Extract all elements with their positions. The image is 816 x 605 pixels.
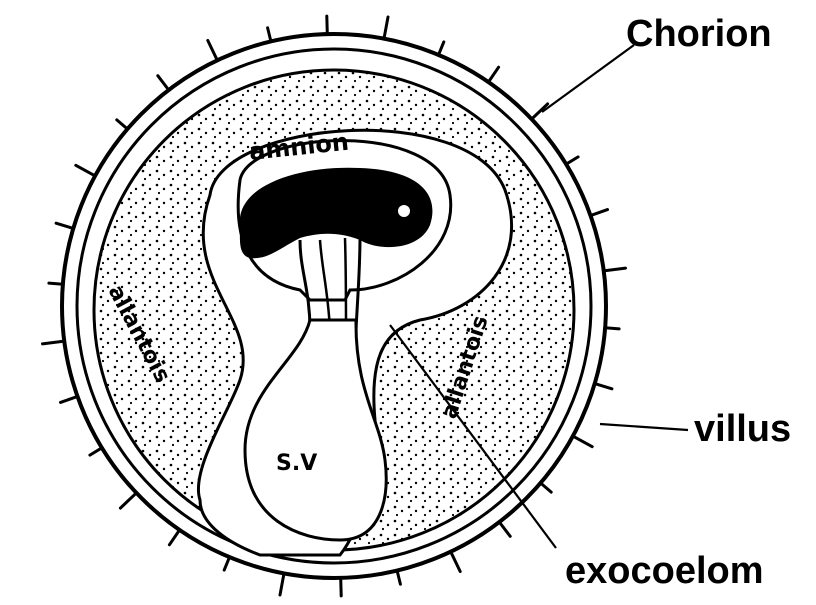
villus-spike [532, 104, 548, 119]
villus-spike [90, 448, 102, 455]
villus-spike [573, 436, 592, 447]
villus-spike [591, 210, 608, 216]
villus-spike [341, 578, 342, 596]
villus-spike [499, 522, 510, 536]
villus-spike [120, 493, 136, 508]
chorion-label: Chorion [626, 13, 772, 55]
villus-spike [268, 28, 271, 42]
villus-spike [169, 530, 179, 545]
villus-label: villus [694, 408, 791, 450]
villus-spike [327, 16, 328, 34]
villus-spike [488, 67, 498, 82]
villus-spike [604, 268, 626, 271]
chorion-leader [542, 45, 634, 112]
villus-spike [439, 42, 444, 55]
villus-spike [117, 120, 128, 129]
villus-spike [566, 157, 578, 164]
embryo-highlight [398, 205, 410, 217]
villus-spike [43, 341, 65, 344]
villus-leader [600, 424, 688, 430]
villus-spike [56, 223, 73, 228]
villus-spike [158, 76, 169, 90]
sv-label: S.V [276, 451, 317, 476]
villus-spike [397, 571, 400, 585]
villus-spike [451, 552, 461, 572]
villus-spike [605, 328, 619, 329]
exocoelom-label: exocoelom [565, 550, 764, 592]
villus-spike [61, 396, 78, 402]
villus-spike [49, 283, 63, 284]
villus-spike [76, 165, 95, 176]
villus-spike [280, 573, 284, 595]
villus-spike [541, 483, 552, 492]
villus-spike [384, 17, 388, 39]
villus-spike [208, 41, 218, 61]
villus-spike [224, 557, 229, 570]
villus-spike [595, 384, 612, 389]
